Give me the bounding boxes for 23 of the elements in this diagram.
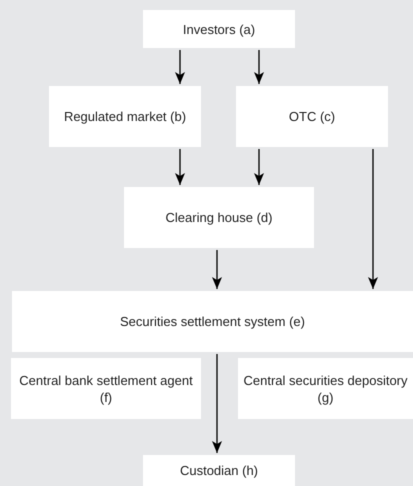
process-box (143, 455, 295, 486)
arrow (175, 149, 185, 185)
process-box (49, 86, 201, 147)
arrow (212, 354, 222, 453)
box-label: Regulated market (b) (64, 108, 186, 125)
arrow (368, 149, 378, 289)
box-label: Central bank settlement agent (f) (18, 372, 194, 406)
process-box (124, 187, 314, 248)
box-label: OTC (c) (288, 108, 336, 125)
arrow (254, 149, 264, 185)
process-box (11, 358, 201, 419)
process-box (143, 10, 295, 48)
arrow (254, 50, 264, 84)
arrow (175, 50, 185, 84)
box-label: Clearing house (d) (166, 209, 272, 226)
box-label: Securities settlement system (e) (120, 313, 305, 330)
box-label: Custodian (h) (180, 462, 258, 479)
process-box (236, 86, 388, 147)
box-label: Central securities depository (g) (242, 372, 409, 406)
box-label: Investors (a) (182, 20, 256, 38)
arrow (212, 250, 222, 289)
process-box (12, 291, 413, 352)
process-box (238, 358, 413, 419)
